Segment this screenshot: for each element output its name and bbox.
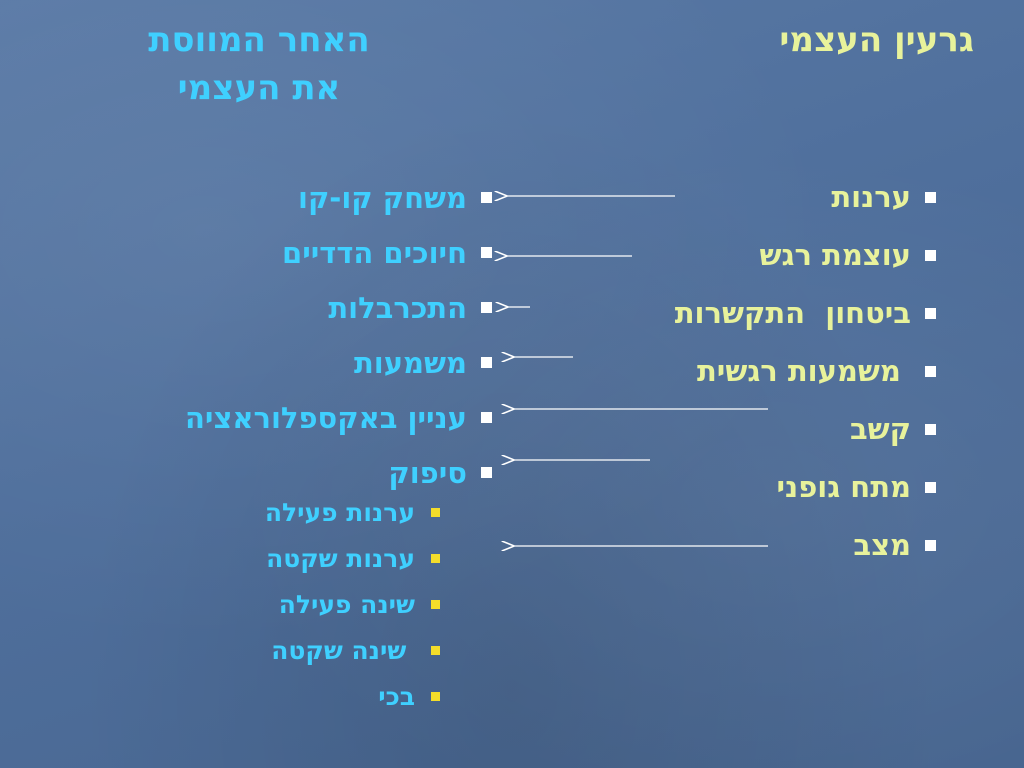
list-item-label: עניין באקספלוראציה [185,400,467,435]
sub-list-item-label: שינה פעילה [278,589,415,619]
sub-list-item: ערנות פעילה [265,489,440,535]
square-bullet-icon [481,412,492,423]
list-item-label: מצב [853,528,911,562]
regulating-other-title: האחר המווסת את העצמי [94,16,424,112]
list-item: משחק קו-קו [185,170,492,225]
sub-list-item-label: בכי [378,681,415,711]
regulating-other-list: משחק קו-קו חיוכים הדדיים התכרבלות משמעות… [185,170,492,500]
square-bullet-icon [925,539,936,551]
list-item: עוצמת רגש [675,226,936,284]
regulating-other-title-line1: האחר המווסת [148,20,370,60]
square-bullet-icon [925,249,936,261]
yellow-square-bullet-icon [431,691,440,701]
list-item: ערנות [675,168,936,226]
list-item: מתח גופני [675,458,936,516]
list-item: חיוכים הדדיים [185,225,492,280]
list-item: מצב [675,516,936,574]
list-item-label: סיפוק [388,455,467,490]
square-bullet-icon [481,302,492,313]
satisfaction-sub-list: ערנות פעילה ערנות שקטה שינה פעילה שינה ש… [265,489,440,719]
list-item-label: משחק קו-קו [297,180,467,215]
yellow-square-bullet-icon [431,645,440,655]
sub-list-item: שינה שקטה [265,627,440,673]
square-bullet-icon [481,192,492,203]
list-item: משמעות רגשית [675,342,936,400]
list-item: סיפוק [185,445,492,500]
list-item-label: התכרבלות [328,290,467,325]
yellow-square-bullet-icon [431,599,440,609]
yellow-square-bullet-icon [431,507,440,517]
list-item: התכרבלות [185,280,492,335]
square-bullet-icon [925,423,936,435]
sub-list-item: ערנות שקטה [265,535,440,581]
list-item-label: ערנות [831,180,911,214]
core-self-title: גרעין העצמי [779,20,974,60]
yellow-square-bullet-icon [431,553,440,563]
sub-list-item-label: ערנות שקטה [266,543,415,573]
list-item-label: קשב [849,412,911,446]
list-item: עניין באקספלוראציה [185,390,492,445]
core-self-list: ערנות עוצמת רגש ביטחון התקשרות משמעות רג… [675,168,936,574]
list-item-label: עוצמת רגש [759,238,912,272]
sub-list-item: שינה פעילה [265,581,440,627]
list-item-label: מתח גופני [776,470,911,504]
square-bullet-icon [481,247,492,258]
sub-list-item-label: ערנות פעילה [264,497,415,527]
list-item-label: חיוכים הדדיים [282,235,467,270]
list-item-label: ביטחון התקשרות [674,296,911,330]
list-item-label: משמעות רגשית [697,354,911,388]
square-bullet-icon [925,481,936,493]
square-bullet-icon [925,307,936,319]
regulating-other-title-line2: את העצמי [177,68,341,108]
list-item: קשב [675,400,936,458]
square-bullet-icon [925,365,936,377]
square-bullet-icon [481,357,492,368]
square-bullet-icon [925,191,936,203]
sub-list-item-label: שינה שקטה [271,635,415,665]
list-item: משמעות [185,335,492,390]
list-item-label: משמעות [353,345,467,380]
sub-list-item: בכי [265,673,440,719]
list-item: ביטחון התקשרות [675,284,936,342]
square-bullet-icon [481,467,492,478]
